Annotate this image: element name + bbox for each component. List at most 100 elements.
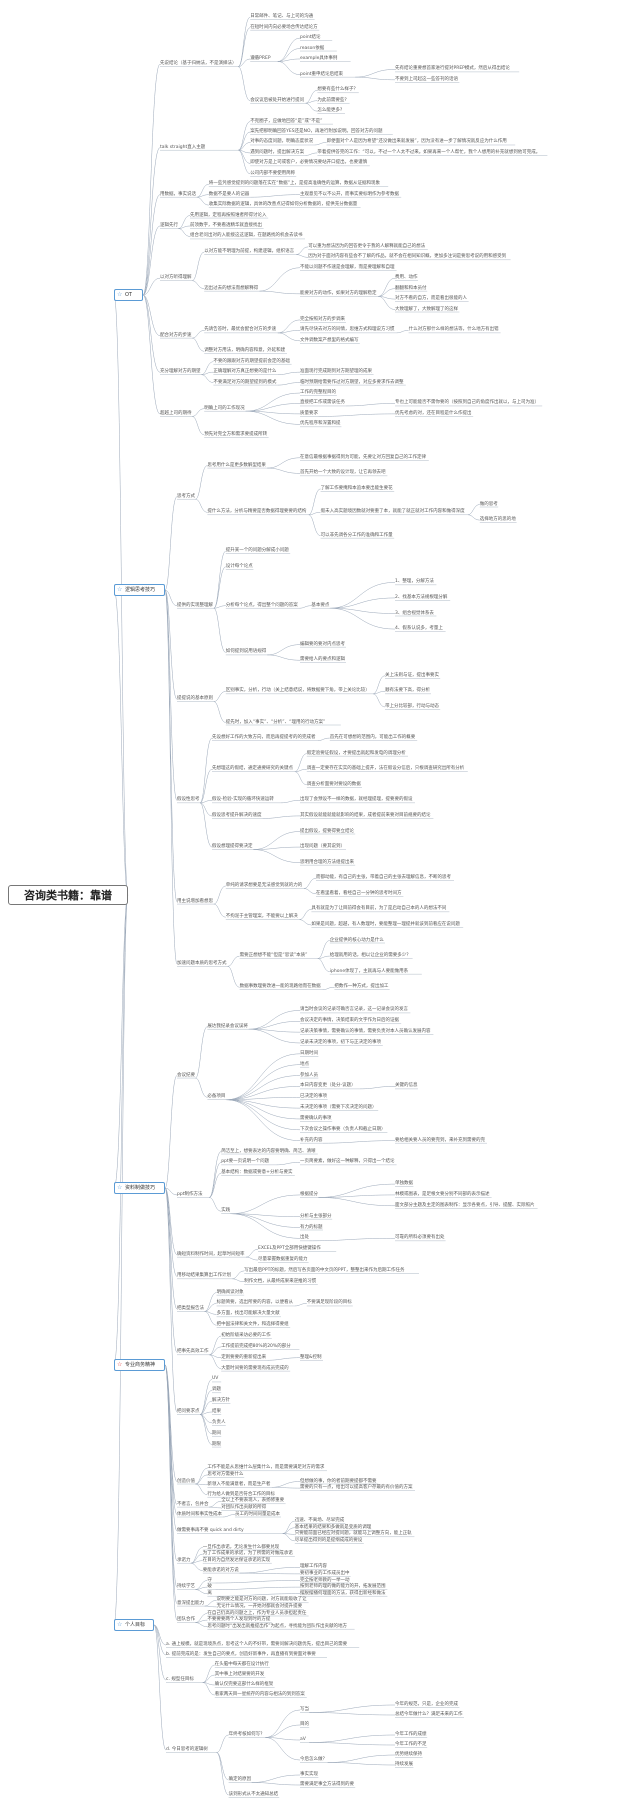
leaf-node[interactable]: 工作的完整程目的: [300, 390, 336, 396]
subtopic-node[interactable]: 提提说的基本原则: [177, 696, 213, 702]
leaf-node[interactable]: UV: [212, 1376, 219, 1382]
leaf-node[interactable]: 需要的只有一点，给出可以提高客户存最的有价值的方案: [300, 1485, 413, 1491]
leaf-node[interactable]: 费用、动作: [395, 275, 418, 281]
subtopic-node[interactable]: 确短资料制作时间，起草时间短率: [177, 1251, 245, 1257]
leaf-node[interactable]: 直接把工作或需该任务: [300, 400, 345, 406]
leaf-node[interactable]: 完全按老师教的一举一动: [300, 1577, 350, 1583]
leaf-node[interactable]: 即便面对个人是因为希望“还没做出来就发展”，因为没有进一步了解情况就反应为什么作…: [326, 139, 507, 145]
leaf-node[interactable]: 怎么能更多?: [317, 108, 343, 114]
subtopic-node[interactable]: 把事先高效工作: [177, 1349, 209, 1355]
leaf-node[interactable]: 带上分比较部，行动与动态: [385, 703, 439, 709]
leaf-node[interactable]: 说明要之能是对方的问题，对方就能吸收了让: [216, 1597, 307, 1603]
subtopic-node[interactable]: 会议纪要: [177, 1072, 195, 1078]
leaf-node[interactable]: 需要正想想不能“但是“思读”本质”: [239, 953, 308, 959]
leaf-node[interactable]: 3、组合视觉体系去: [395, 610, 434, 616]
leaf-node[interactable]: 如果是问题，超越，有人数理时，要能整理一理提并就该到前看应在说问题: [311, 921, 460, 927]
subtopic-node[interactable]: 持续学艺: [177, 1584, 195, 1590]
leaf-node[interactable]: 对方不看的自方，而是看出很能的人: [395, 296, 467, 302]
leaf-node[interactable]: 带着提供答完的工作：“可以，不过一个人太不过来。如果再来一个人帮忙，我个人想用的…: [317, 149, 541, 155]
leaf-node[interactable]: 新领入不能满意者，而是生产者: [207, 1481, 271, 1487]
leaf-node[interactable]: 事实实现: [300, 1772, 318, 1777]
leaf-node[interactable]: 首先在可想想的范围内，可能出工作的概要: [329, 735, 416, 741]
subtopic-node[interactable]: 承诺力: [177, 1557, 191, 1563]
leaf-node[interactable]: 假设想理提得要决定: [212, 844, 253, 850]
leaf-node[interactable]: 尽早提出得到的是提纲成成的要设: [294, 1537, 363, 1543]
subtopic-node[interactable]: c. 规型任目标: [166, 1677, 194, 1682]
leaf-node[interactable]: 以对方能不明理为前提，构建逻辑，组织语言: [204, 249, 295, 255]
leaf-node[interactable]: point结论: [300, 35, 321, 41]
leaf-node[interactable]: 写出最后PPT的标题，然后写各页面的中文页的PPT，整整出来作为后期工作任务: [244, 1267, 405, 1273]
leaf-node[interactable]: 该到形式从不太通知总结: [228, 1792, 279, 1797]
leaf-node[interactable]: 多方面，找出可能解决大量文献: [216, 1311, 280, 1317]
leaf-node[interactable]: 关键的信息: [395, 1083, 418, 1089]
leaf-node[interactable]: 分析与主张部分: [300, 1213, 332, 1219]
leaf-node[interactable]: 尽量掌握数据重复的能力: [258, 1257, 308, 1263]
subtopic-node[interactable]: 做需要事再不要 quick and dirty: [177, 1528, 244, 1533]
leaf-node[interactable]: 不能以问题不作速是会理解，而是要理解和自理: [300, 264, 395, 270]
leaf-node[interactable]: 什么对方那什么样的想法等，什么地方有出错: [408, 327, 499, 333]
leaf-node[interactable]: example具体事例: [300, 55, 338, 61]
leaf-node[interactable]: 破: [207, 1584, 212, 1590]
leaf-node[interactable]: 只要能前面已经应对提问题，就能马上调整方向，能上正轨: [294, 1531, 412, 1537]
subtopic-node[interactable]: 提供的实现整理解: [177, 602, 213, 608]
leaf-node[interactable]: 关上法则与证，提出事要实: [385, 672, 439, 678]
leaf-node[interactable]: 请当时会议的记录可确否言记录，这一记录会议的发言: [300, 1007, 408, 1013]
leaf-node[interactable]: 案先把那明确回答YES还是NO，再进行附加说明。回答对方的问题: [250, 129, 383, 135]
leaf-node[interactable]: 遵循PREP: [250, 55, 271, 61]
leaf-node[interactable]: 临时预期给需要作过对方期望，对应多要求作去调整: [300, 379, 404, 385]
leaf-node[interactable]: 在目的为自然发达保证承诺的实现: [202, 1557, 271, 1563]
leaf-node[interactable]: 地点: [300, 1061, 309, 1067]
subtopic-node[interactable]: 超越上司的期待: [160, 410, 192, 416]
leaf-node[interactable]: 定则要要的重新提出来: [221, 1354, 267, 1360]
leaf-node[interactable]: 公司内部不要使用简称: [250, 170, 296, 176]
leaf-node[interactable]: 准面现行完成期到对方期望理的成果: [300, 369, 372, 375]
subtopic-node[interactable]: 不者言，包并合: [177, 1501, 209, 1507]
leaf-node[interactable]: 今年工作的成绩: [395, 1732, 427, 1737]
leaf-node[interactable]: 组合老问出对的入能接这这逻辑，在题路找的机会去读书: [190, 233, 303, 239]
subtopic-node[interactable]: 先说结论（基于归纳法，不是演绎法）: [160, 61, 237, 67]
leaf-node[interactable]: 正确理解对方真正想要的是什么: [213, 369, 277, 375]
leaf-node[interactable]: 将一些凭感觉提到的问题落在实在“数据”上，是提高准确性的运算，数据从证据和现象: [208, 181, 380, 187]
leaf-node[interactable]: 记录未决定的事项，初下与正决定的事项: [300, 1039, 381, 1045]
subtopic-node[interactable]: 用主说增加看想思: [177, 898, 213, 904]
leaf-node[interactable]: 即使对方是上司或客户，必要情况要站开口提出，也要谨慎: [250, 160, 368, 166]
leaf-node[interactable]: 收集实际数据的逻辑，具体的改善点记得如何分析数据的，提供充分数据量: [208, 202, 358, 208]
subtopic-node[interactable]: 加速问题本质的思考方式: [177, 960, 227, 966]
leaf-node[interactable]: 2、找基本方法规根理分解: [395, 594, 448, 600]
subtopic-node[interactable]: 用数据，事实说话: [160, 191, 196, 197]
leaf-node[interactable]: 假设-检验-实现的循环快速运转: [212, 797, 274, 803]
leaf-node[interactable]: 会议决定的事情，决策结束的文字作为日后的证据: [300, 1018, 399, 1024]
leaf-node[interactable]: 全以上不要表现人，表扬修重要: [221, 1498, 285, 1504]
leaf-node[interactable]: 调题: [212, 1387, 221, 1393]
leaf-node[interactable]: 本日内容变更（处分-议题）: [300, 1083, 356, 1089]
leaf-node[interactable]: 需要满足事全方法得到的要: [300, 1782, 354, 1787]
subtopic-node[interactable]: 充分理解对方的期望: [160, 369, 201, 375]
subtopic-node[interactable]: 以对方听得理解: [160, 275, 192, 281]
leaf-node[interactable]: reason依据: [300, 45, 325, 51]
leaf-node[interactable]: ppt要一页说明一个问题: [221, 1159, 270, 1165]
leaf-node[interactable]: iphone体现了，主就再与人要能做用系: [329, 968, 409, 974]
subtopic-node[interactable]: 把问要求点: [177, 1409, 200, 1414]
leaf-node[interactable]: 调查一定要存在实实的基础上提开，法在假设分信后，只根调查研究出所有分析: [306, 766, 465, 772]
leaf-node[interactable]: 翻翻和和本员付: [395, 285, 427, 291]
leaf-node[interactable]: 大致理解了，大致解理了的这样: [395, 306, 458, 312]
leaf-node[interactable]: 数据事数理要改进一能的现路他而在数据: [239, 984, 321, 990]
subtopic-node[interactable]: 逻辑先行: [160, 223, 178, 228]
leaf-node[interactable]: 解决方针: [212, 1398, 230, 1404]
leaf-node[interactable]: 负责人: [212, 1419, 226, 1425]
leaf-node[interactable]: 先请告答时，最优会配合对方的步速: [204, 327, 277, 333]
leaf-node[interactable]: 写当: [300, 1707, 309, 1712]
topic-node[interactable]: ☆个人目标: [114, 1619, 154, 1631]
leaf-node[interactable]: 今年工作的不足: [395, 1742, 427, 1747]
leaf-node[interactable]: 4、假系认说多，考量上: [395, 626, 443, 632]
leaf-node[interactable]: 要能承诺的对方说: [202, 1567, 239, 1573]
leaf-node[interactable]: 主观意见不以不公开，而事实要标明作为参考数据: [300, 191, 399, 197]
leaf-node[interactable]: 明确上司的工作现况: [204, 405, 245, 411]
leaf-node[interactable]: 一旦作出承诺，无论发生什么都要兑现: [202, 1544, 280, 1550]
leaf-node[interactable]: point重申结论后结束: [300, 71, 343, 77]
leaf-node[interactable]: 单独数据: [395, 1181, 413, 1187]
leaf-node[interactable]: 而都动能，有自己的主张，带着自己的主张去理解信息，不断的思考: [316, 875, 451, 881]
topic-node[interactable]: ☆资料制做技巧: [114, 1182, 165, 1194]
leaf-node[interactable]: 期间: [212, 1430, 221, 1436]
leaf-node[interactable]: 日期时间: [300, 1050, 318, 1056]
